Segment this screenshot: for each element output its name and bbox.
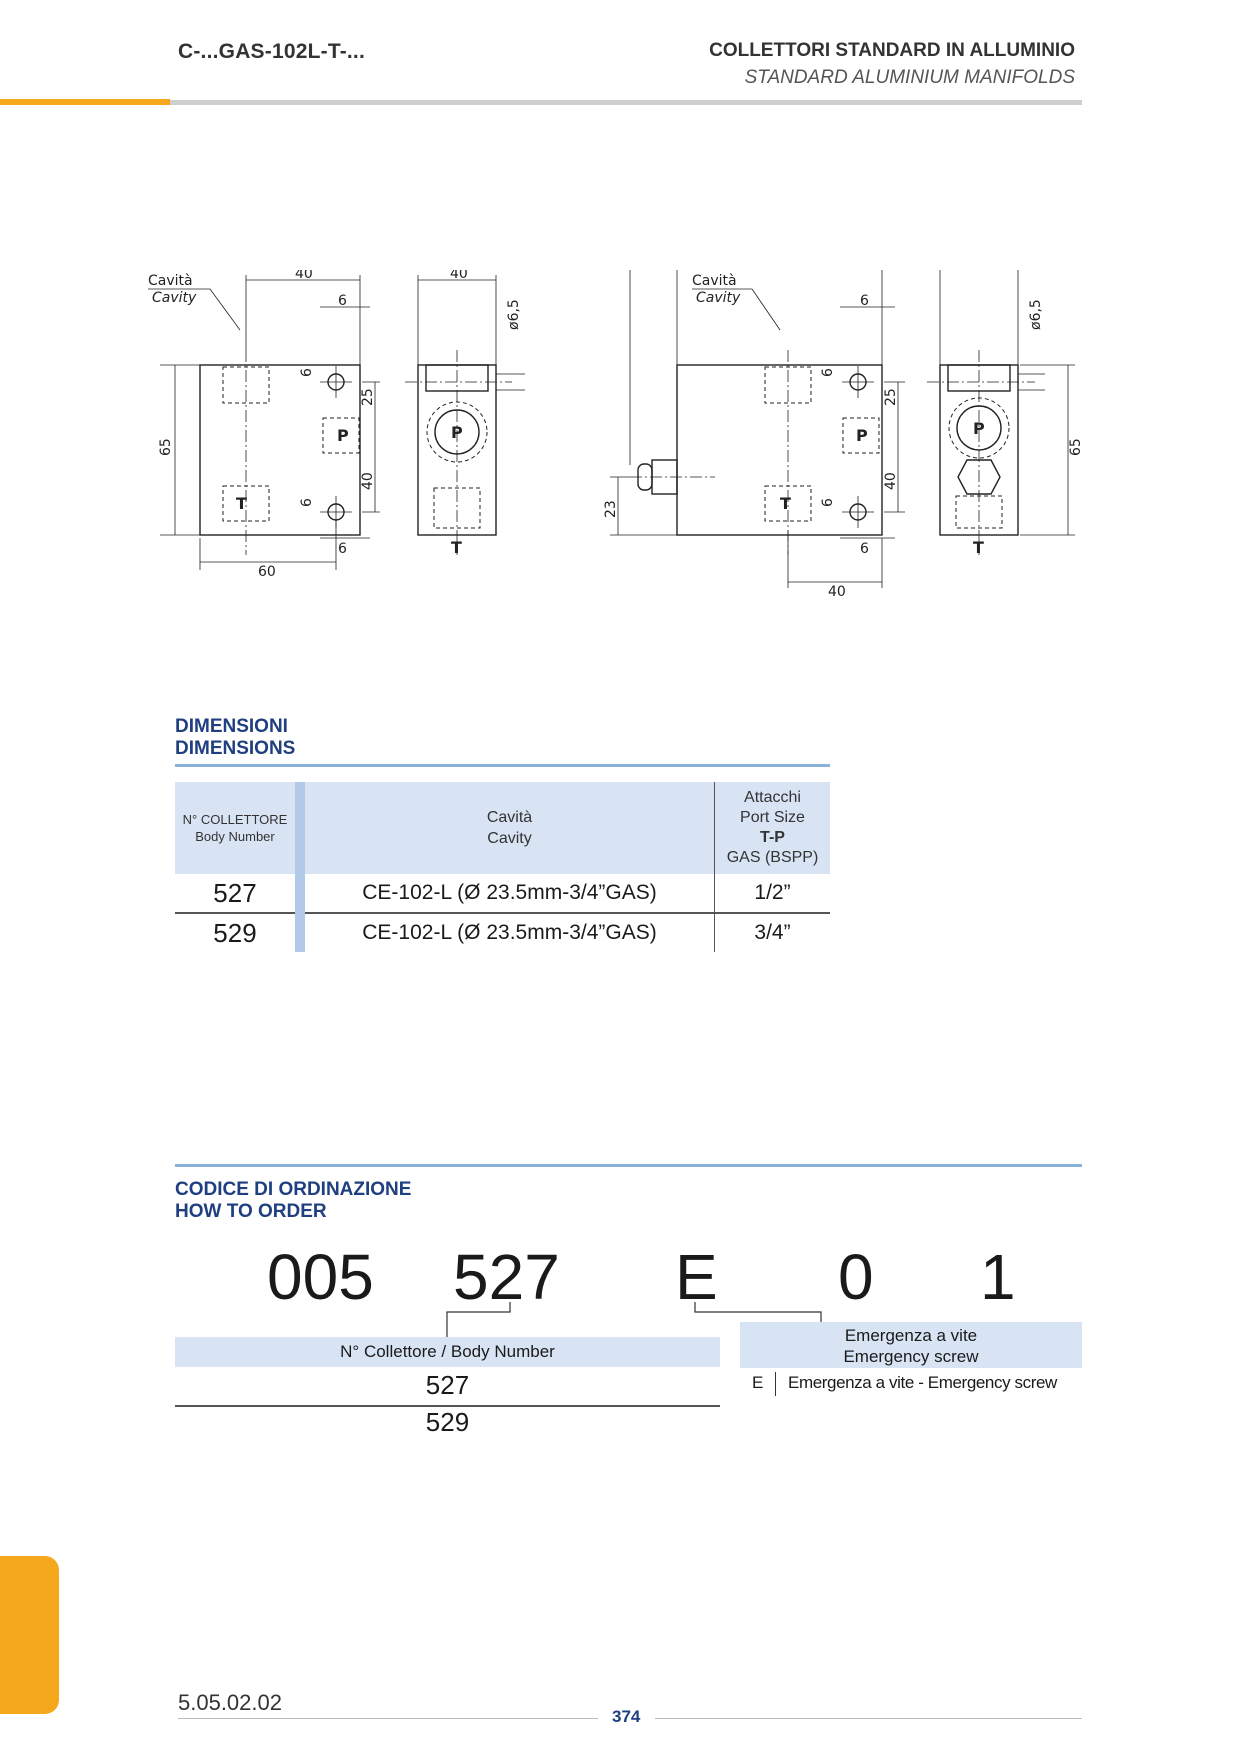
order-code-connectors (446, 1302, 822, 1337)
product-code: C-...GAS-102L-T-... (178, 40, 365, 63)
svg-text:6: 6 (338, 293, 347, 309)
port-t-label: T (236, 494, 247, 513)
header-accent-rule (0, 99, 170, 105)
svg-text:T: T (780, 494, 791, 513)
ordering-rule (175, 1164, 1082, 1167)
svg-text:T: T (451, 538, 462, 557)
technical-drawing: .ol { fill:none; stroke:#222; stroke-wid… (148, 270, 1084, 600)
svg-text:40: 40 (295, 270, 313, 282)
svg-text:40: 40 (828, 584, 846, 600)
col-cavity: Cavità Cavity (305, 782, 715, 874)
svg-text:ø6,5: ø6,5 (506, 299, 522, 330)
svg-text:6: 6 (338, 541, 347, 557)
table-row: 529 CE-102-L (Ø 23.5mm-3/4”GAS) 3/4” (175, 913, 830, 952)
header-title-it: COLLETTORI STANDARD IN ALLUMINIO (709, 40, 1075, 61)
svg-text:25: 25 (883, 388, 899, 406)
svg-text:65: 65 (158, 438, 174, 456)
section-code: 5.05.02.02 (178, 1690, 282, 1715)
svg-text:P: P (856, 426, 868, 445)
svg-text:P: P (973, 419, 985, 438)
col-body-number: N° COLLETTORE Body Number (175, 782, 295, 874)
order-code-emergency: E (675, 1241, 718, 1313)
svg-text:23: 23 (603, 500, 619, 518)
emergency-divider (775, 1372, 776, 1396)
table-header-row: N° COLLETTORE Body Number Cavità Cavity … (175, 782, 830, 874)
order-code-digit-1: 1 (980, 1241, 1016, 1313)
body-number-item: 527 (425, 1370, 470, 1400)
svg-text:65: 65 (1068, 438, 1084, 456)
svg-text:40: 40 (450, 270, 468, 282)
header-title-en: STANDARD ALUMINIUM MANIFOLDS (744, 67, 1075, 88)
dimensions-heading: DIMENSIONI DIMENSIONS (175, 716, 296, 759)
footer-rule-right (655, 1718, 1082, 1719)
port-p-label: P (337, 426, 349, 445)
svg-text:40: 40 (883, 472, 899, 490)
header-rule (170, 100, 1082, 105)
body-number-item: 529 (425, 1407, 470, 1437)
svg-text:6: 6 (820, 498, 836, 507)
footer-rule-left (178, 1718, 598, 1719)
svg-text:T: T (973, 538, 984, 557)
cavity-label-en: Cavity (152, 290, 197, 306)
side-tab (0, 1556, 59, 1714)
svg-text:Cavità: Cavità (692, 273, 737, 289)
table-row: 527 CE-102-L (Ø 23.5mm-3/4”GAS) 1/2” (175, 874, 830, 914)
emergency-code: E (752, 1373, 764, 1392)
dimensions-table: N° COLLETTORE Body Number Cavità Cavity … (175, 782, 830, 952)
order-code-digit-0: 0 (838, 1241, 874, 1313)
svg-text:25: 25 (360, 388, 376, 406)
svg-text:6: 6 (299, 498, 315, 507)
svg-text:6: 6 (299, 368, 315, 377)
emergency-desc: Emergenza a vite - Emergency screw (788, 1373, 1057, 1392)
svg-text:40: 40 (360, 472, 376, 490)
svg-text:Cavity: Cavity (696, 290, 741, 306)
svg-text:6: 6 (860, 293, 869, 309)
svg-text:ø6,5: ø6,5 (1028, 299, 1044, 330)
svg-text:60: 60 (258, 564, 276, 580)
svg-text:6: 6 (820, 368, 836, 377)
page-number: 374 (612, 1707, 641, 1726)
order-code-series: 005 (267, 1241, 374, 1313)
body-number-divider (175, 1405, 720, 1407)
body-number-header: N° Collettore / Body Number (175, 1337, 720, 1367)
col-port-size: Attacchi Port Size T-P GAS (BSPP) (714, 782, 830, 874)
emergency-header: Emergenza a vite Emergency screw (740, 1322, 1082, 1368)
order-code-body: 527 (453, 1241, 560, 1313)
svg-text:6: 6 (860, 541, 869, 557)
ordering-heading: CODICE DI ORDINAZIONE HOW TO ORDER (175, 1179, 412, 1222)
cavity-label-it: Cavità (148, 273, 193, 289)
dimensions-rule (175, 764, 830, 767)
